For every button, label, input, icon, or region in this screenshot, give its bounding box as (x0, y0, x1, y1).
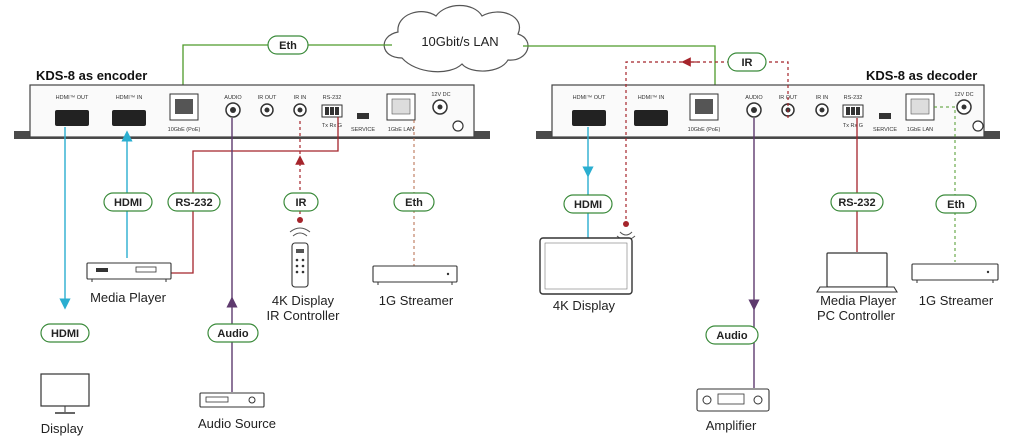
decoder-title: KDS-8 as decoder (866, 68, 977, 83)
svg-text:Eth: Eth (947, 199, 965, 211)
rs232-link-encoder (170, 117, 339, 274)
4k-display-icon (539, 237, 633, 295)
lan-cloud: 10Gbit/s LAN (383, 4, 529, 73)
svg-text:Tx Rx G: Tx Rx G (843, 123, 863, 129)
eth-link-decoder (523, 45, 716, 97)
svg-text:HDMI™ OUT: HDMI™ OUT (573, 95, 606, 101)
svg-text:HDMI™ IN: HDMI™ IN (638, 95, 665, 101)
svg-text:AUDIO: AUDIO (224, 95, 242, 101)
audio-source-label: Audio Source (198, 416, 276, 431)
svg-text:SERVICE: SERVICE (351, 127, 375, 133)
encoder-unit: HDMI™ OUT HDMI™ IN 10GbE (PoE) AUDIO IR … (14, 84, 490, 139)
display-label: Display (41, 421, 84, 436)
svg-text:AUDIO: AUDIO (745, 95, 763, 101)
svg-text:Eth: Eth (405, 197, 423, 209)
eth-link-streamer-decoder (934, 106, 956, 262)
rs232-pill-decoder: RS-232 (830, 192, 884, 212)
eth-pill-decoder-top: IR (727, 52, 767, 72)
svg-text:HDMI™ IN: HDMI™ IN (116, 95, 143, 101)
ir-remote-icon (289, 227, 311, 288)
audio-pill-source: Audio (207, 323, 259, 343)
audio-pill-amplifier: Audio (705, 325, 759, 345)
pc-controller-label-line2: PC Controller (817, 308, 896, 323)
svg-text:SERVICE: SERVICE (873, 127, 897, 133)
svg-text:Audio: Audio (217, 328, 248, 340)
svg-text:1GbE LAN: 1GbE LAN (388, 127, 414, 133)
hdmi-out-port (55, 110, 89, 126)
svg-text:RS-232: RS-232 (844, 95, 863, 101)
streamer-label-decoder: 1G Streamer (919, 293, 994, 308)
eth-pill-top: Eth (267, 35, 309, 55)
eth-pill-decoder: Eth (935, 194, 977, 214)
media-player-label: Media Player (90, 290, 167, 305)
hdmi-in-port (112, 110, 146, 126)
svg-text:HDMI: HDMI (51, 328, 79, 340)
svg-text:HDMI™ OUT: HDMI™ OUT (56, 95, 89, 101)
svg-text:10GbE (PoE): 10GbE (PoE) (168, 127, 201, 133)
svg-text:12V DC: 12V DC (954, 92, 973, 98)
svg-text:IR IN: IR IN (294, 95, 307, 101)
rs232-pill-encoder: RS-232 (167, 192, 221, 212)
svg-text:RS-232: RS-232 (175, 197, 212, 209)
svg-text:10GbE (PoE): 10GbE (PoE) (688, 127, 721, 133)
lan-cloud-label: 10Gbit/s LAN (421, 34, 498, 49)
svg-text:IR: IR (296, 197, 307, 209)
media-player-icon (86, 262, 172, 282)
hdmi-pill-display: HDMI (40, 323, 90, 343)
eth-pill-encoder: Eth (393, 192, 435, 212)
svg-text:IR OUT: IR OUT (258, 95, 277, 101)
svg-text:Eth: Eth (279, 40, 297, 52)
svg-text:RS-232: RS-232 (323, 95, 342, 101)
svg-text:HDMI: HDMI (114, 197, 142, 209)
svg-text:RS-232: RS-232 (838, 197, 875, 209)
amplifier-label: Amplifier (706, 418, 757, 433)
svg-text:Tx Rx G: Tx Rx G (322, 123, 342, 129)
streamer-icon-encoder (372, 265, 458, 285)
amplifier-icon (696, 388, 770, 412)
hdmi-pill-media-player: HDMI (103, 192, 153, 212)
svg-text:IR IN: IR IN (816, 95, 829, 101)
laptop-icon (816, 252, 898, 293)
audio-source-icon (199, 392, 265, 408)
svg-text:HDMI: HDMI (574, 199, 602, 211)
hdmi-pill-4k-display: HDMI (563, 194, 613, 214)
svg-text:12V DC: 12V DC (431, 92, 450, 98)
display-icon (40, 373, 90, 414)
svg-text:1GbE LAN: 1GbE LAN (907, 127, 933, 133)
svg-text:IR: IR (742, 57, 753, 69)
streamer-label-encoder: 1G Streamer (379, 293, 454, 308)
eth-link-encoder (182, 44, 392, 97)
decoder-unit: HDMI™ OUT HDMI™ IN 10GbE (PoE) AUDIO IR … (536, 84, 1000, 139)
encoder-title: KDS-8 as encoder (36, 68, 147, 83)
ir-controller-label-line2: IR Controller (267, 308, 341, 323)
ir-pill-encoder: IR (283, 192, 319, 212)
streamer-icon-decoder (911, 263, 999, 283)
4k-display-label: 4K Display (553, 298, 616, 313)
ir-controller-label-line1: 4K Display (272, 293, 335, 308)
pc-controller-label-line1: Media Player (820, 293, 897, 308)
svg-text:Audio: Audio (716, 330, 747, 342)
